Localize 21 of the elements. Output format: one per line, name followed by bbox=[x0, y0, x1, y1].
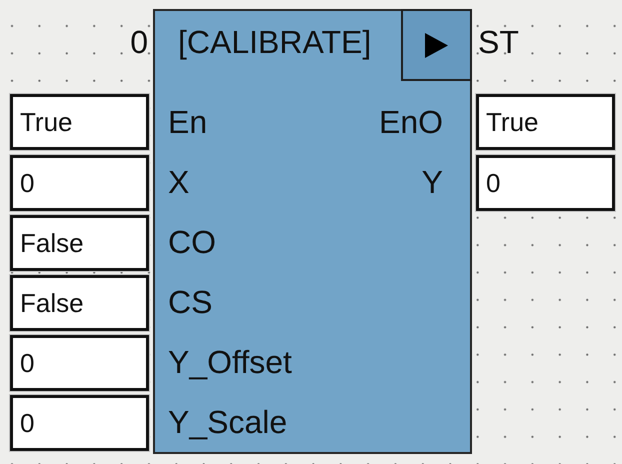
language-label: ST bbox=[478, 23, 519, 61]
value-field: False bbox=[10, 215, 149, 271]
pin-label: Y bbox=[422, 163, 443, 201]
pin-label: CO bbox=[168, 223, 216, 261]
pin-label: X bbox=[168, 163, 190, 201]
pin-label: En bbox=[168, 103, 208, 141]
value-field: True bbox=[476, 94, 615, 150]
value-field: False bbox=[10, 275, 149, 331]
value-field: 0 bbox=[10, 155, 149, 211]
order-number: 0 bbox=[130, 23, 148, 61]
pin-label: CS bbox=[168, 283, 212, 321]
value-field: 0 bbox=[10, 335, 149, 391]
value-field: True bbox=[10, 94, 149, 150]
value-field: 0 bbox=[476, 155, 615, 211]
pin-label: EnO bbox=[378, 103, 443, 141]
play-button bbox=[401, 9, 472, 81]
block-title: [CALIBRATE] bbox=[178, 23, 372, 61]
function-block bbox=[153, 9, 472, 454]
value-field: 0 bbox=[10, 395, 149, 451]
pin-label: Y_Offset bbox=[168, 343, 292, 381]
pin-label: Y_Scale bbox=[168, 403, 288, 441]
